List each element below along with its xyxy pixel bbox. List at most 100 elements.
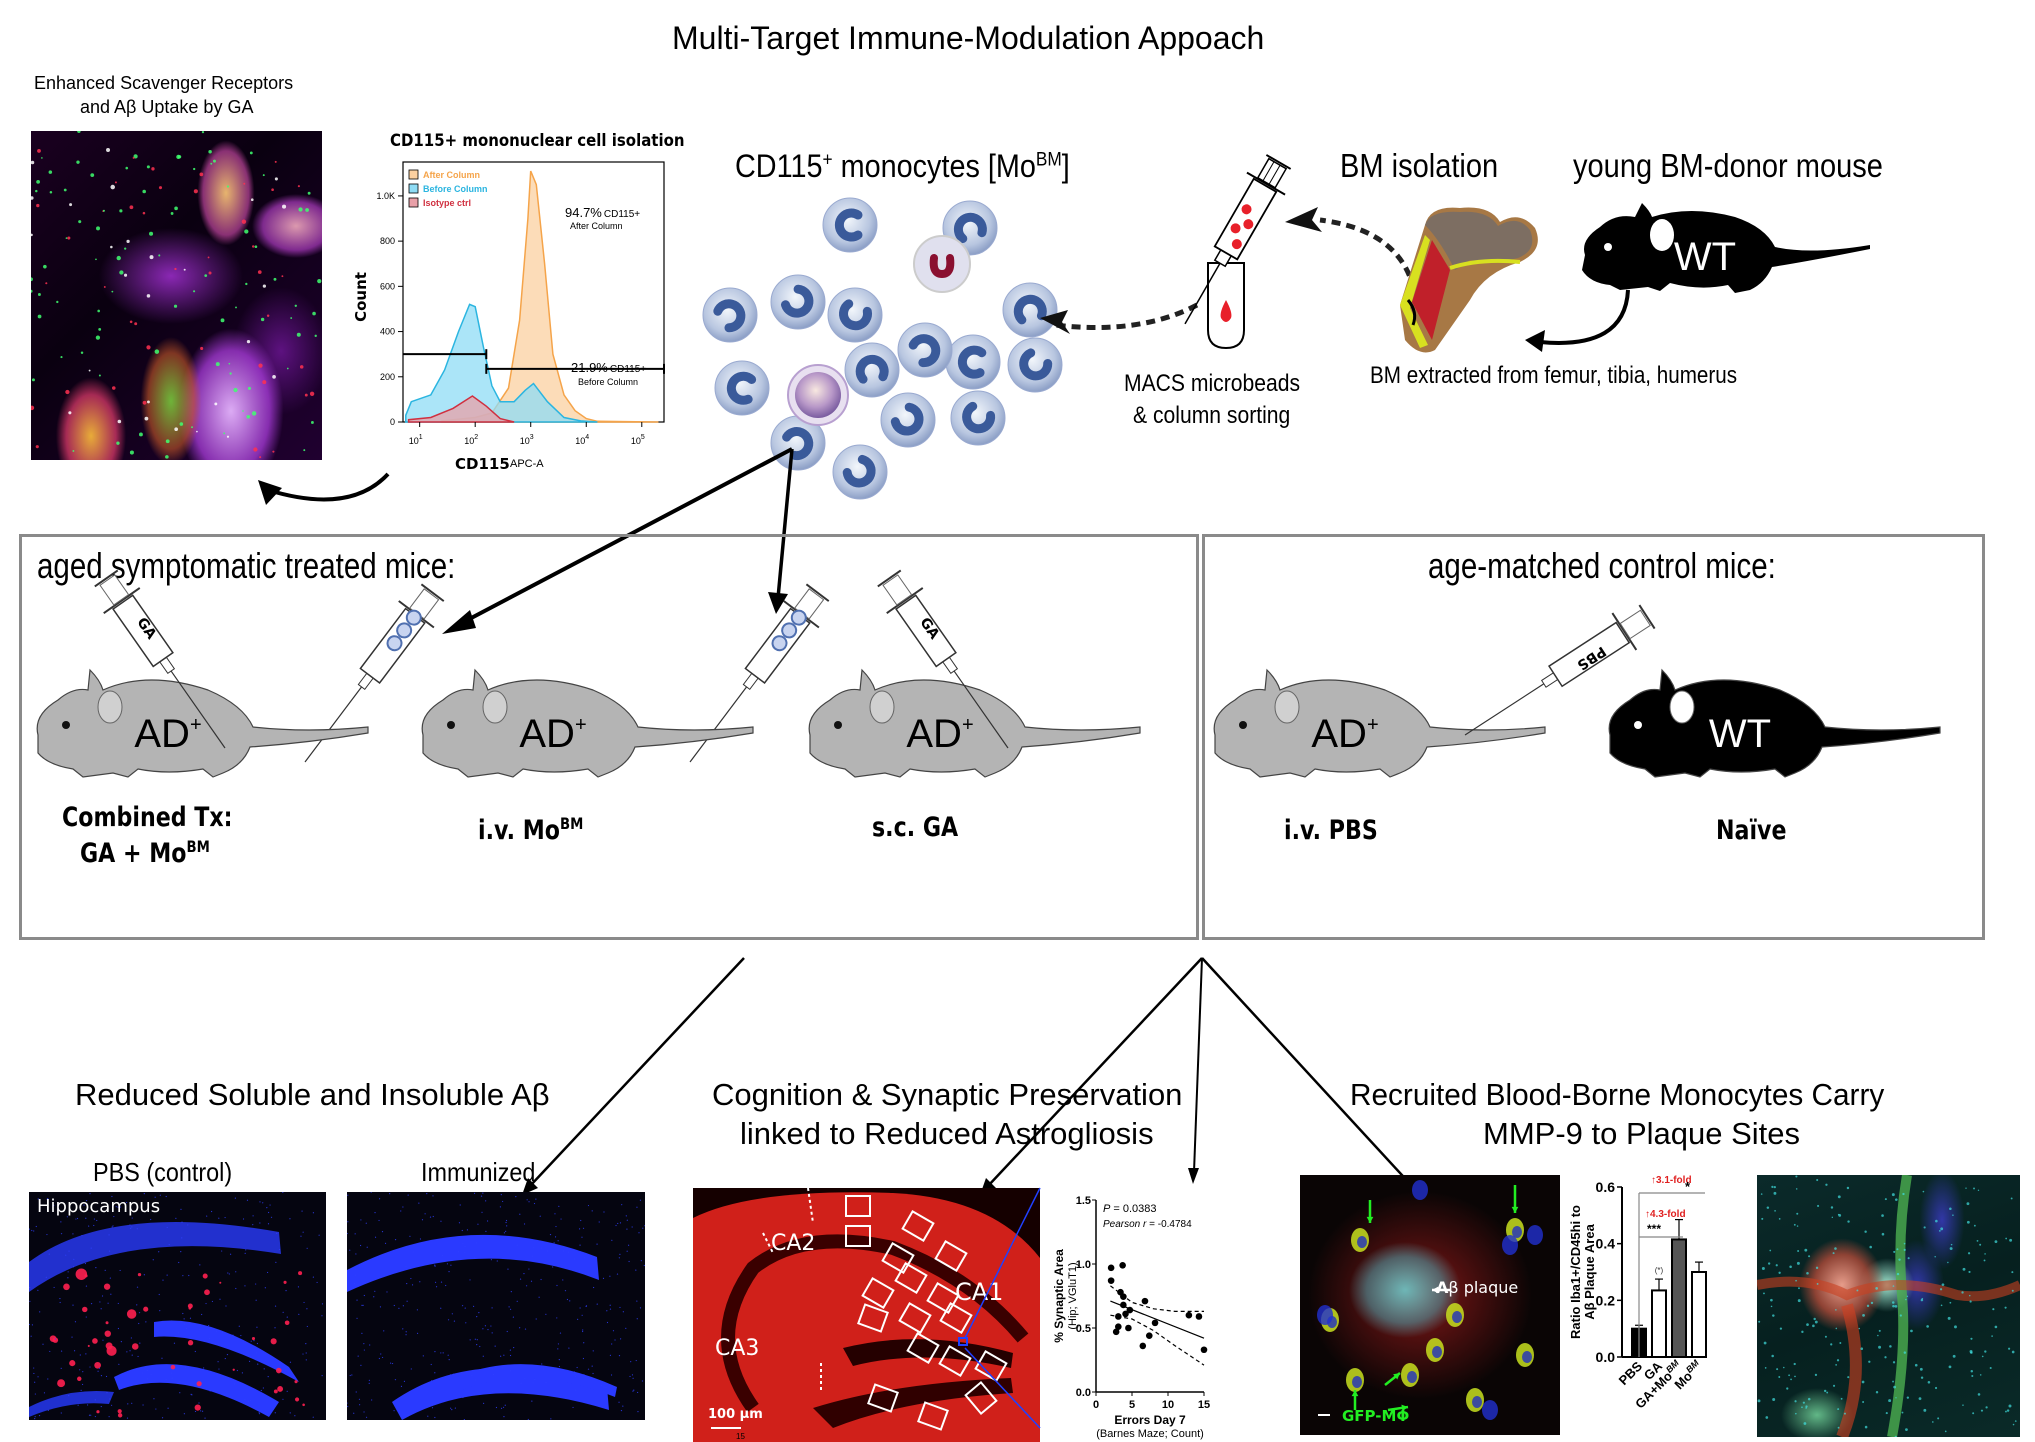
sig-stars: *** bbox=[1647, 1222, 1661, 1236]
legend-swatch bbox=[408, 197, 419, 208]
dashed-arrow-bone-to-syringe bbox=[1319, 217, 1417, 291]
group-label-combined-line1: Combined Tx: bbox=[62, 802, 233, 833]
monocytes-title-sup2: BM bbox=[1035, 149, 1062, 171]
data-point bbox=[1107, 1277, 1115, 1284]
y-axis-sublabel: (Hip; VGluT1) bbox=[1067, 1262, 1079, 1329]
roi-box bbox=[857, 1303, 889, 1333]
y-tick-label: 600 bbox=[380, 281, 395, 291]
data-point bbox=[1200, 1346, 1208, 1354]
scale-bar bbox=[711, 1427, 741, 1429]
nucleus bbox=[1502, 1235, 1518, 1255]
roi-box bbox=[906, 1331, 940, 1365]
legend-swatch bbox=[408, 169, 419, 180]
data-point bbox=[1151, 1319, 1159, 1327]
ad-mouse-iv-mobm: AD+ bbox=[421, 668, 754, 778]
ad-mouse-combined: AD+ bbox=[36, 668, 369, 778]
y-tick-label: 0.6 bbox=[1596, 1179, 1616, 1195]
roi-box bbox=[917, 1401, 949, 1431]
data-point bbox=[1185, 1311, 1193, 1319]
histogram-before-column bbox=[405, 303, 598, 423]
roi-box bbox=[845, 1225, 871, 1247]
y-tick-label: 400 bbox=[380, 327, 395, 337]
monocyte-cell bbox=[770, 274, 826, 330]
monocyte-cell bbox=[714, 360, 770, 416]
nucleus bbox=[1527, 1225, 1543, 1245]
roi-box bbox=[934, 1239, 968, 1273]
monocytes-title: CD115+ monocytes [MoBM] bbox=[735, 148, 1070, 185]
partial-tick-label: 15 bbox=[736, 1432, 745, 1441]
combined-line2-prefix: GA + Mo bbox=[80, 838, 187, 869]
roi-box bbox=[938, 1344, 972, 1378]
y-tick-label: 800 bbox=[380, 236, 395, 246]
scale-bar-label: 100 µm bbox=[708, 1407, 763, 1422]
y-tick-label: 1.0 bbox=[1076, 1259, 1091, 1271]
cognition-title-line2: linked to Reduced Astrogliosis bbox=[740, 1116, 1154, 1151]
donor-mouse-wt-label: WT bbox=[1674, 235, 1736, 279]
monocyte-cell bbox=[945, 334, 1001, 390]
ci-lower bbox=[1110, 1314, 1205, 1366]
data-point bbox=[1115, 1313, 1122, 1320]
legend-swatch bbox=[408, 183, 419, 194]
ad-mouse-pbs: AD+ bbox=[1213, 668, 1546, 778]
y-tick-label: 0.4 bbox=[1596, 1236, 1616, 1252]
region-label-ca3: CA3 bbox=[715, 1336, 760, 1361]
group-label-iv-pbs: i.v. PBS bbox=[1284, 815, 1378, 846]
roi-box bbox=[901, 1209, 935, 1243]
y-tick-label: 0.0 bbox=[1596, 1349, 1616, 1365]
ci-upper bbox=[1110, 1285, 1204, 1312]
y-axis-label-line1: Ratio Iba1+/CD45hi to bbox=[1568, 1205, 1583, 1339]
regression-line bbox=[1110, 1300, 1205, 1339]
fold-change-3-1: ↑3.1-fold bbox=[1651, 1175, 1692, 1186]
monocytes-outcome-title-line1: Recruited Blood-Borne Monocytes Carry bbox=[1350, 1077, 1885, 1112]
iv-mobm-sup: BM bbox=[559, 814, 584, 833]
cognition-title-line1: Cognition & Synaptic Preservation bbox=[712, 1077, 1183, 1112]
roi-box bbox=[861, 1276, 895, 1310]
data-point bbox=[1119, 1261, 1126, 1269]
monocyte-cell bbox=[844, 342, 900, 398]
region-label-ca2: CA2 bbox=[771, 1231, 816, 1256]
abeta-plaque-label-rest: β plaque bbox=[1448, 1278, 1519, 1297]
data-point bbox=[1122, 1310, 1129, 1318]
monocyte-cell bbox=[827, 287, 883, 343]
region-label-ca1: CA1 bbox=[955, 1278, 1004, 1306]
group-label-naive: Naïve bbox=[1716, 815, 1787, 846]
data-point bbox=[1120, 1301, 1127, 1309]
hippocampus-pbs-image: Hippocampus bbox=[29, 1192, 326, 1420]
group-label-combined-line2: GA + MoBM bbox=[80, 838, 210, 869]
hippocampus-overlay-label: Hippocampus bbox=[37, 1196, 161, 1217]
plaque-gfp-image: Aβ plaque GFP-MΦ bbox=[1300, 1175, 1560, 1435]
macs-label-line1: MACS microbeads bbox=[1124, 370, 1301, 397]
blood-syringe-icon bbox=[1184, 154, 1292, 325]
gfp-macrophage-label: GFP-MΦ bbox=[1342, 1407, 1410, 1425]
collection-tube-icon bbox=[1207, 262, 1245, 350]
y-axis-label-line2: Aβ Plaque Area bbox=[1582, 1223, 1597, 1319]
annotation-r: Pearson r = -0.4784 bbox=[1103, 1219, 1192, 1230]
data-point bbox=[1145, 1332, 1153, 1339]
monocytes-title-mid: monocytes [Mo bbox=[832, 148, 1036, 184]
monocytes-title-prefix: CD115 bbox=[735, 148, 823, 184]
x-tick-label: 0 bbox=[1093, 1399, 1099, 1411]
data-point bbox=[1125, 1324, 1132, 1332]
pbs-syringe: PBS bbox=[1464, 604, 1656, 736]
x-tick-label: 15 bbox=[1198, 1399, 1210, 1411]
gate-after-sub: After Column bbox=[570, 221, 623, 231]
curved-arrow-mouse-to-bone bbox=[1539, 289, 1630, 345]
monocyte-cell bbox=[950, 390, 1006, 446]
y-tick-label: 0.2 bbox=[1596, 1292, 1616, 1308]
ga-syringe-2: GA bbox=[877, 569, 1009, 749]
iv-mobm-prefix: i.v. Mo bbox=[478, 815, 560, 846]
sig-paren-star: (*) bbox=[1655, 1266, 1664, 1275]
data-point bbox=[1112, 1328, 1120, 1336]
dashed-arrow-tube-to-cells bbox=[1054, 302, 1199, 330]
mobm-syringe-1 bbox=[304, 583, 445, 763]
y-tick-label: 200 bbox=[380, 372, 395, 382]
roi-box bbox=[867, 1383, 899, 1413]
roi-box bbox=[845, 1195, 871, 1217]
mobm-syringe-2 bbox=[689, 583, 830, 763]
bar-1 bbox=[1651, 1289, 1667, 1358]
combined-line2-sup: BM bbox=[186, 837, 210, 856]
